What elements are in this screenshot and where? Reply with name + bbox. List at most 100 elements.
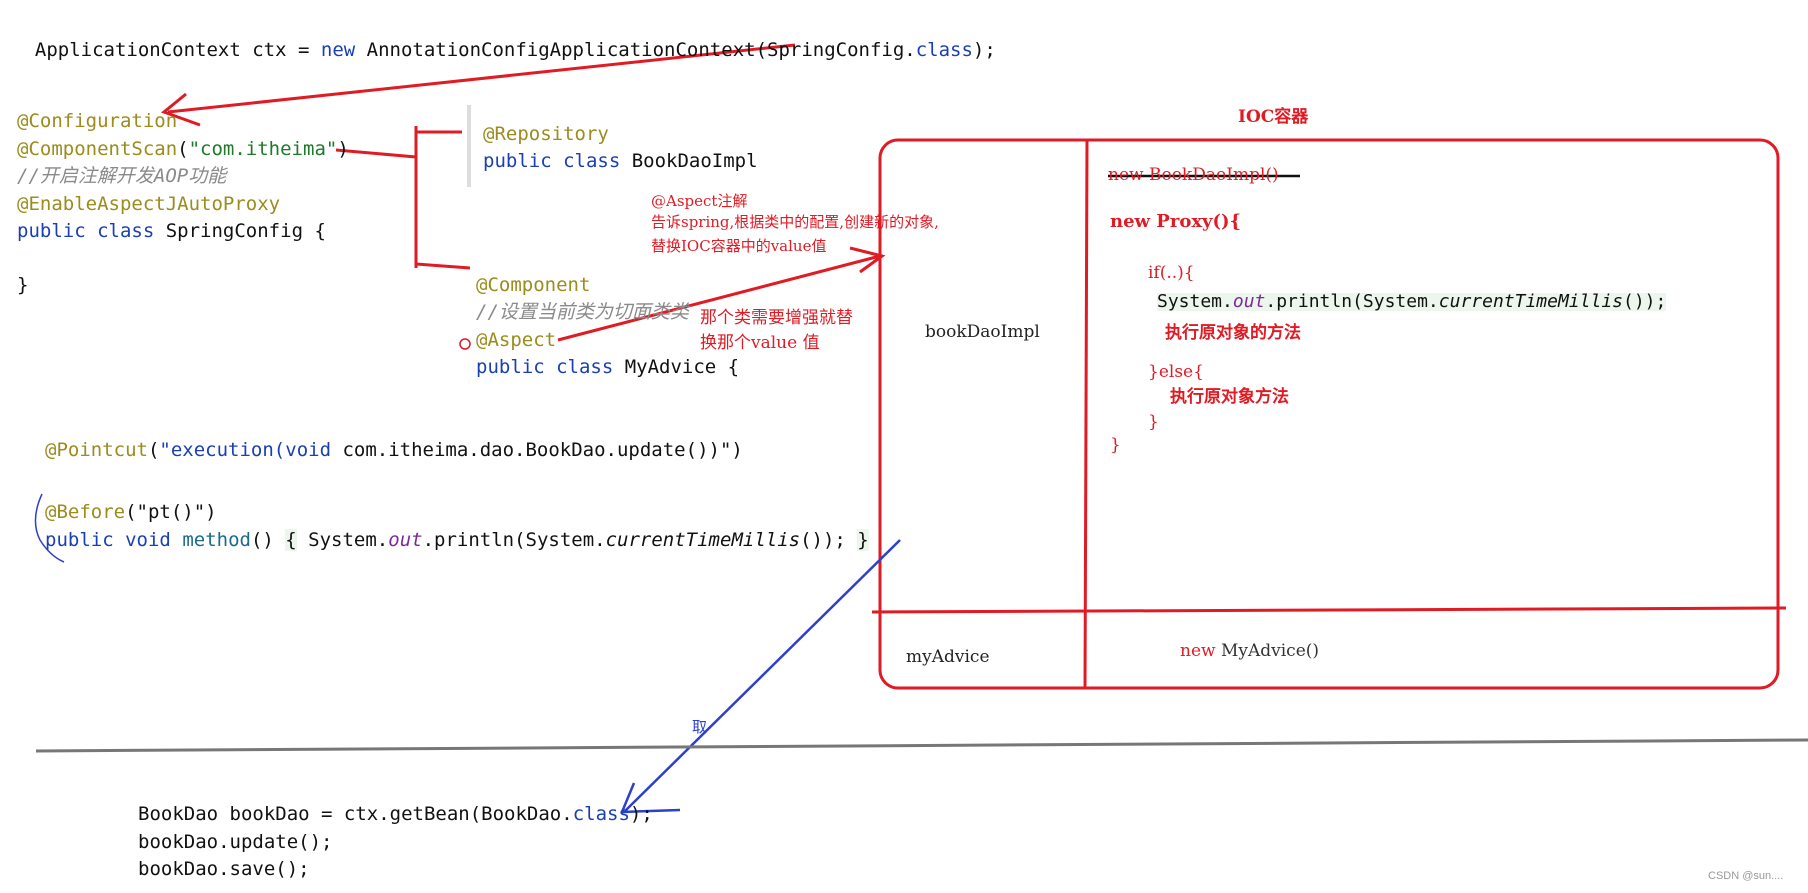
- save-call-line: bookDao.save();: [138, 858, 310, 880]
- get-label: 取: [692, 718, 708, 736]
- class-keyword: class: [572, 803, 630, 825]
- aspect-comment: //设置当前类为切面类类: [476, 301, 689, 323]
- ioc-key-book-dao-impl: bookDaoImpl: [925, 322, 1040, 342]
- get-bean-line: BookDao bookDao = ctx.getBean(BookDao.cl…: [138, 805, 653, 824]
- get-bean-arrow: [625, 539, 901, 811]
- proxy-println-line: System.out.println(System.currentTimeMil…: [1157, 291, 1667, 312]
- enhance-note-line-2: 换那个value 值: [700, 333, 820, 353]
- pointcut-open: (: [147, 439, 160, 461]
- get-bean-arrow-head: [620, 782, 681, 814]
- component-scan-close: ): [337, 138, 349, 160]
- method-declaration: public void method() { System.out.printl…: [45, 529, 869, 551]
- method-body-system: System.: [296, 529, 389, 551]
- pointcut-annotation: @Pointcut: [45, 439, 148, 461]
- public-keyword: public: [483, 150, 552, 172]
- pointcut-line: @Pointcut("execution(void com.itheima.da…: [45, 441, 743, 460]
- ctx-declaration: ApplicationContext ctx =: [34, 39, 321, 61]
- book-dao-impl-declaration: public class BookDaoImpl: [483, 152, 758, 171]
- component-scan-annotation: @ComponentScan: [17, 138, 178, 160]
- ioc-row-divider: [871, 606, 1787, 614]
- aop-comment: //开启注解开发AOP功能: [17, 165, 227, 187]
- method-body-println: .println(System.: [422, 529, 606, 551]
- method-body-end: ());: [800, 529, 858, 551]
- ctx-arrow-head: [161, 92, 201, 127]
- spring-config-declaration: public class SpringConfig {: [17, 222, 326, 241]
- before-flourish: [34, 493, 65, 563]
- ioc-key-my-advice: myAdvice: [906, 647, 990, 667]
- component-scan-open: (: [177, 138, 189, 160]
- method-body-ctm: currentTimeMillis: [605, 529, 801, 551]
- new-keyword: new: [1180, 641, 1216, 661]
- component-scan-bracket: [335, 126, 471, 270]
- struck-value-text: new BookDaoImpl(): [1108, 165, 1279, 185]
- spring-config-name: SpringConfig {: [154, 220, 326, 242]
- horizontal-separator: [35, 738, 1808, 753]
- class-keyword: class: [915, 39, 973, 61]
- public-keyword: public: [45, 529, 114, 551]
- void-keyword: void: [285, 439, 332, 461]
- method-name: method: [182, 529, 251, 551]
- exec-original-note-1: 执行原对象的方法: [1165, 323, 1301, 343]
- proxy-println-system: System.: [1157, 291, 1233, 312]
- method-parens: (): [250, 529, 286, 551]
- method-body-out: out: [388, 529, 423, 551]
- method-open-brace: {: [285, 529, 297, 551]
- my-advice-name: MyAdvice {: [613, 356, 740, 378]
- context-creation-line: ApplicationContext ctx = new AnnotationC…: [12, 22, 996, 60]
- before-open: (: [125, 501, 137, 523]
- proxy-println-ctm: currentTimeMillis: [1438, 291, 1623, 312]
- void-keyword: void: [125, 529, 171, 551]
- ctx-constructor: AnnotationConfigApplicationContext(Sprin…: [355, 39, 916, 61]
- class-keyword: class: [97, 220, 155, 242]
- ctx-to-configuration-arrow: [167, 43, 796, 114]
- aspect-to-ioc-arrow: [557, 254, 881, 342]
- before-annotation: @Before: [45, 501, 126, 523]
- component-scan-line: @ComponentScan("com.itheima"): [17, 140, 349, 159]
- before-line: @Before("pt()"): [45, 503, 217, 522]
- aspect-note-title: @Aspect注解: [651, 192, 748, 210]
- ioc-column-divider: [1083, 139, 1089, 689]
- proxy-if-close: }: [1148, 412, 1159, 432]
- repository-annotation: @Repository: [483, 123, 609, 145]
- my-advice-constructor: MyAdvice(): [1215, 641, 1320, 661]
- spring-config-close: }: [17, 274, 29, 296]
- ioc-container-box: [878, 138, 1780, 690]
- method-close-brace: }: [857, 529, 869, 551]
- proxy-println-out: out: [1232, 291, 1266, 312]
- watermark: CSDN @sun....: [1708, 870, 1784, 882]
- proxy-if-line: if(..){: [1148, 263, 1195, 283]
- pointcut-expr-start: "execution(: [159, 439, 286, 461]
- book-dao-impl-name: BookDaoImpl: [620, 150, 758, 172]
- pointcut-close: ): [731, 439, 743, 461]
- repository-gutter-bar: [467, 105, 471, 187]
- ctx-end: );: [972, 39, 996, 61]
- aspect-note-line-2: 替换IOC容器中的value值: [651, 237, 827, 255]
- before-close: ): [205, 501, 217, 523]
- update-call-line: bookDao.update();: [138, 831, 333, 853]
- aspect-gutter-mark: [459, 338, 471, 350]
- proxy-println-call: .println(System.: [1265, 291, 1439, 312]
- component-annotation: @Component: [476, 274, 591, 296]
- public-keyword: public: [17, 220, 86, 242]
- enhance-note-line-1: 那个类需要增强就替: [700, 308, 853, 328]
- class-keyword: class: [556, 356, 614, 378]
- new-keyword: new: [320, 39, 356, 61]
- ioc-container-title: IOC容器: [1238, 107, 1309, 127]
- proxy-new-line: new Proxy(){: [1110, 211, 1242, 232]
- component-scan-arg: "com.itheima": [188, 138, 338, 160]
- get-bean-end: );: [629, 803, 653, 825]
- public-keyword: public: [476, 356, 545, 378]
- exec-original-note-2: 执行原对象方法: [1170, 387, 1289, 407]
- aspect-arrow-head: [849, 246, 886, 274]
- proxy-close: }: [1110, 435, 1121, 455]
- struck-book-dao-impl-value: new BookDaoImpl(): [1108, 167, 1279, 184]
- aspect-note-line-1: 告诉spring,根据类中的配置,创建新的对象,: [651, 213, 939, 231]
- proxy-println-end: ());: [1623, 291, 1667, 312]
- proxy-else-line: }else{: [1148, 362, 1204, 382]
- get-bean-call: BookDao bookDao = ctx.getBean(BookDao.: [138, 803, 573, 825]
- aspect-annotation: @Aspect: [476, 329, 557, 351]
- class-keyword: class: [563, 150, 621, 172]
- pointcut-expr-rest: com.itheima.dao.BookDao.update())": [331, 439, 732, 461]
- enable-aspectj-annotation: @EnableAspectJAutoProxy: [17, 193, 281, 215]
